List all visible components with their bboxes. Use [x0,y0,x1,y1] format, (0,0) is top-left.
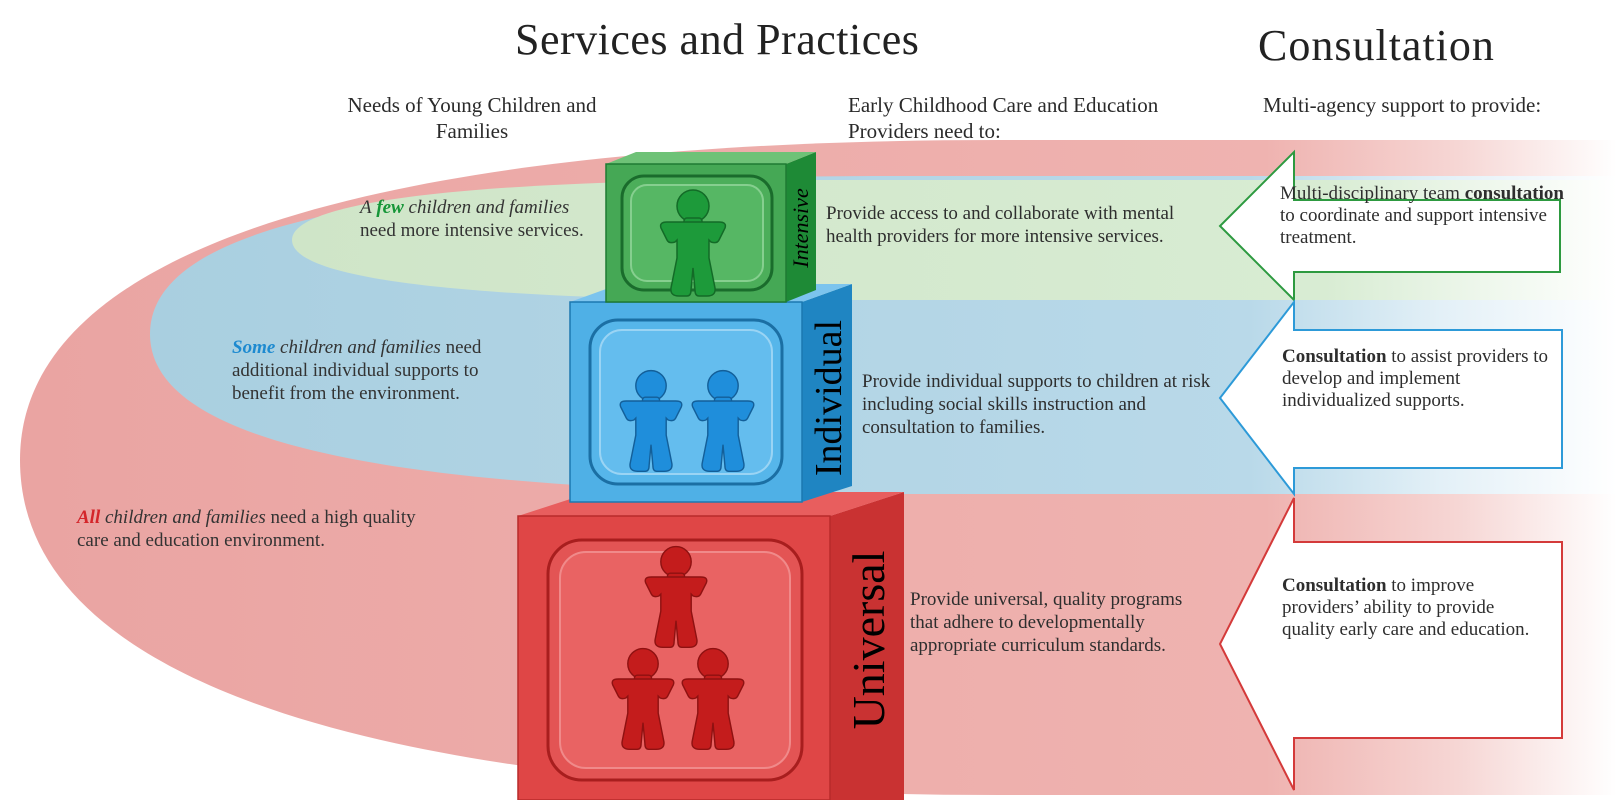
universal-need-text: All children and families need a high qu… [77,506,417,552]
need-keyword-few: few [376,197,404,218]
consult-post: to improve providers’ ability to provide… [1282,575,1530,640]
need-prefix: A [360,197,372,218]
individual-provider-text: Provide individual supports to children … [862,371,1211,438]
intensive-consultation-text: Multi-disciplinary team consultation to … [1280,183,1580,249]
tier-label-individual: Individual [808,320,850,476]
intensive-need-text: A few children and families need more in… [360,196,595,242]
intensive-block [605,152,816,303]
intensive-consultation-arrow [1218,149,1561,303]
need-suffix: need a high quality care and education e… [77,507,416,551]
consult-pre: Multi-disciplinary team [1280,183,1460,204]
needs-column-heading: Needs of Young Children and Families [347,93,597,143]
need-keyword-some: Some [232,337,276,358]
need-keyword-all: All [77,507,101,528]
intensive-provider-text: Provide access to and collaborate with m… [826,203,1175,247]
consultation-title: Consultation [1258,21,1495,70]
consult-post: to assist providers to develop and imple… [1282,346,1549,411]
need-suffix: need more intensive services. [360,220,584,241]
universal-block [517,492,904,800]
providers-column-heading: Early Childhood Care and Education Provi… [848,93,1159,143]
individual-consultation-text: Consultation to assist providers to deve… [1282,346,1572,412]
universal-consultation-arrow [1218,497,1563,791]
multi-agency-column-heading: Multi-agency support to provide: [1263,93,1542,117]
need-italic: children and families [104,507,266,528]
need-italic: children and families [408,197,570,218]
need-suffix: need additional individual supports to b… [232,337,482,404]
individual-consultation-arrow [1218,299,1563,497]
universal-consultation-text: Consultation to improve providers’ abili… [1282,575,1542,641]
consult-keyword: Consultation [1282,346,1387,367]
consult-keyword: Consultation [1282,575,1387,596]
individual-need-text: Some children and families need addition… [232,336,532,405]
consult-post: to coordinate and support intensive trea… [1280,205,1547,248]
consult-keyword: consultation [1464,183,1564,204]
individual-block [569,284,852,503]
need-italic: children and families [280,337,441,358]
tier-label-universal: Universal [843,551,894,730]
services-practices-title: Services and Practices [515,15,920,64]
tier-label-intensive: Intensive [788,188,813,269]
universal-provider-text: Provide universal, quality programs that… [910,589,1183,656]
